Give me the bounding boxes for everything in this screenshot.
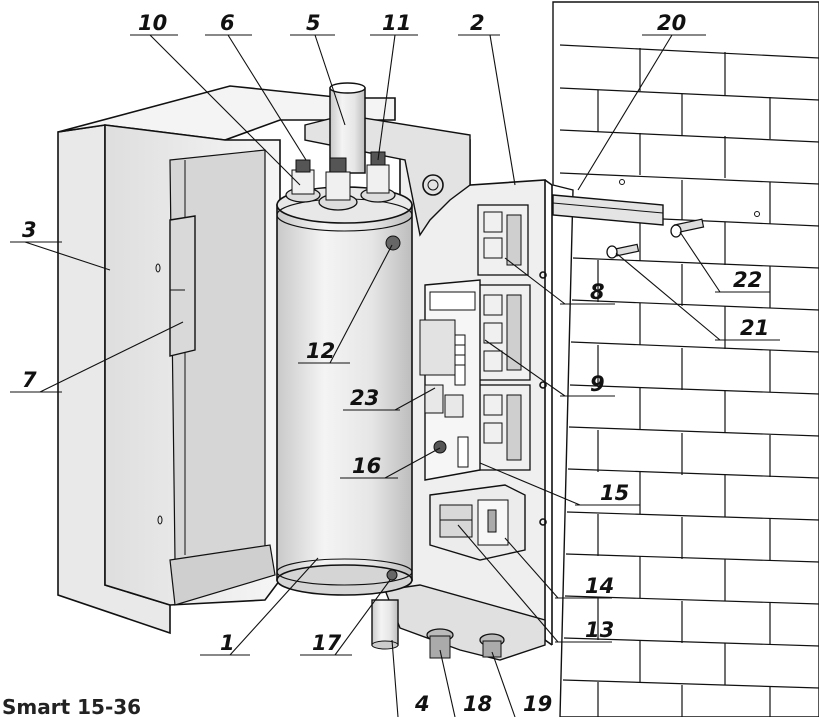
callout-20: 20	[657, 11, 686, 35]
callout-15: 15	[600, 481, 629, 505]
thermostat-knob-icon	[433, 440, 447, 454]
display-panel	[169, 215, 196, 357]
heating-element	[318, 157, 358, 211]
heating-elements	[285, 151, 396, 211]
bottom-connections	[371, 599, 505, 659]
control-board	[419, 279, 481, 481]
callout-4: 4	[414, 692, 430, 716]
callout-18: 18	[463, 692, 492, 716]
callout-2: 2	[470, 11, 485, 35]
wall-hole-icon	[619, 179, 625, 185]
callout-14: 14	[585, 574, 614, 598]
anchor-pin-21	[606, 243, 640, 259]
bracket-hole-icon	[422, 174, 444, 196]
callout-9: 9	[590, 372, 605, 396]
screw-icon	[539, 381, 547, 389]
screw-icon	[157, 515, 163, 525]
relay-block	[477, 204, 531, 471]
callout-19: 19	[523, 692, 552, 716]
wall-hole-icon	[754, 211, 760, 217]
callout-16: 16	[352, 454, 381, 478]
model-label: Smart 15-36	[2, 695, 141, 717]
callout-1: 1	[220, 631, 235, 655]
callout-21: 21	[740, 316, 769, 340]
callout-22: 22	[733, 268, 762, 292]
callout-11: 11	[382, 11, 411, 35]
callout-6: 6	[220, 11, 235, 35]
callout-leaders	[10, 34, 780, 717]
callout-23: 23	[350, 386, 379, 410]
callout-10: 10	[138, 11, 167, 35]
brick-wall	[552, 1, 819, 717]
mounting-rail	[552, 194, 705, 259]
screw-icon	[539, 518, 547, 526]
callout-17: 17	[312, 631, 342, 655]
brick-joints	[597, 48, 771, 717]
screw-icon	[155, 263, 161, 273]
callout-13: 13	[585, 618, 614, 642]
callout-3: 3	[22, 218, 37, 242]
callout-8: 8	[590, 280, 605, 304]
heating-element	[285, 159, 321, 203]
air-vent-fitting-icon	[385, 235, 401, 251]
drain-fitting-icon	[386, 569, 398, 581]
anchor-pin-22	[670, 218, 705, 238]
contactor-block	[429, 484, 526, 561]
callout-7: 7	[22, 368, 37, 392]
callout-12: 12	[306, 339, 335, 363]
screw-icon	[539, 271, 547, 279]
callout-numbers: 10 6 5 11 2 20 3 7 12 23 16 8 9 15 14 13…	[22, 11, 769, 716]
inlet-pipe	[371, 599, 399, 646]
callout-5: 5	[306, 11, 321, 35]
front-cover	[57, 85, 396, 635]
